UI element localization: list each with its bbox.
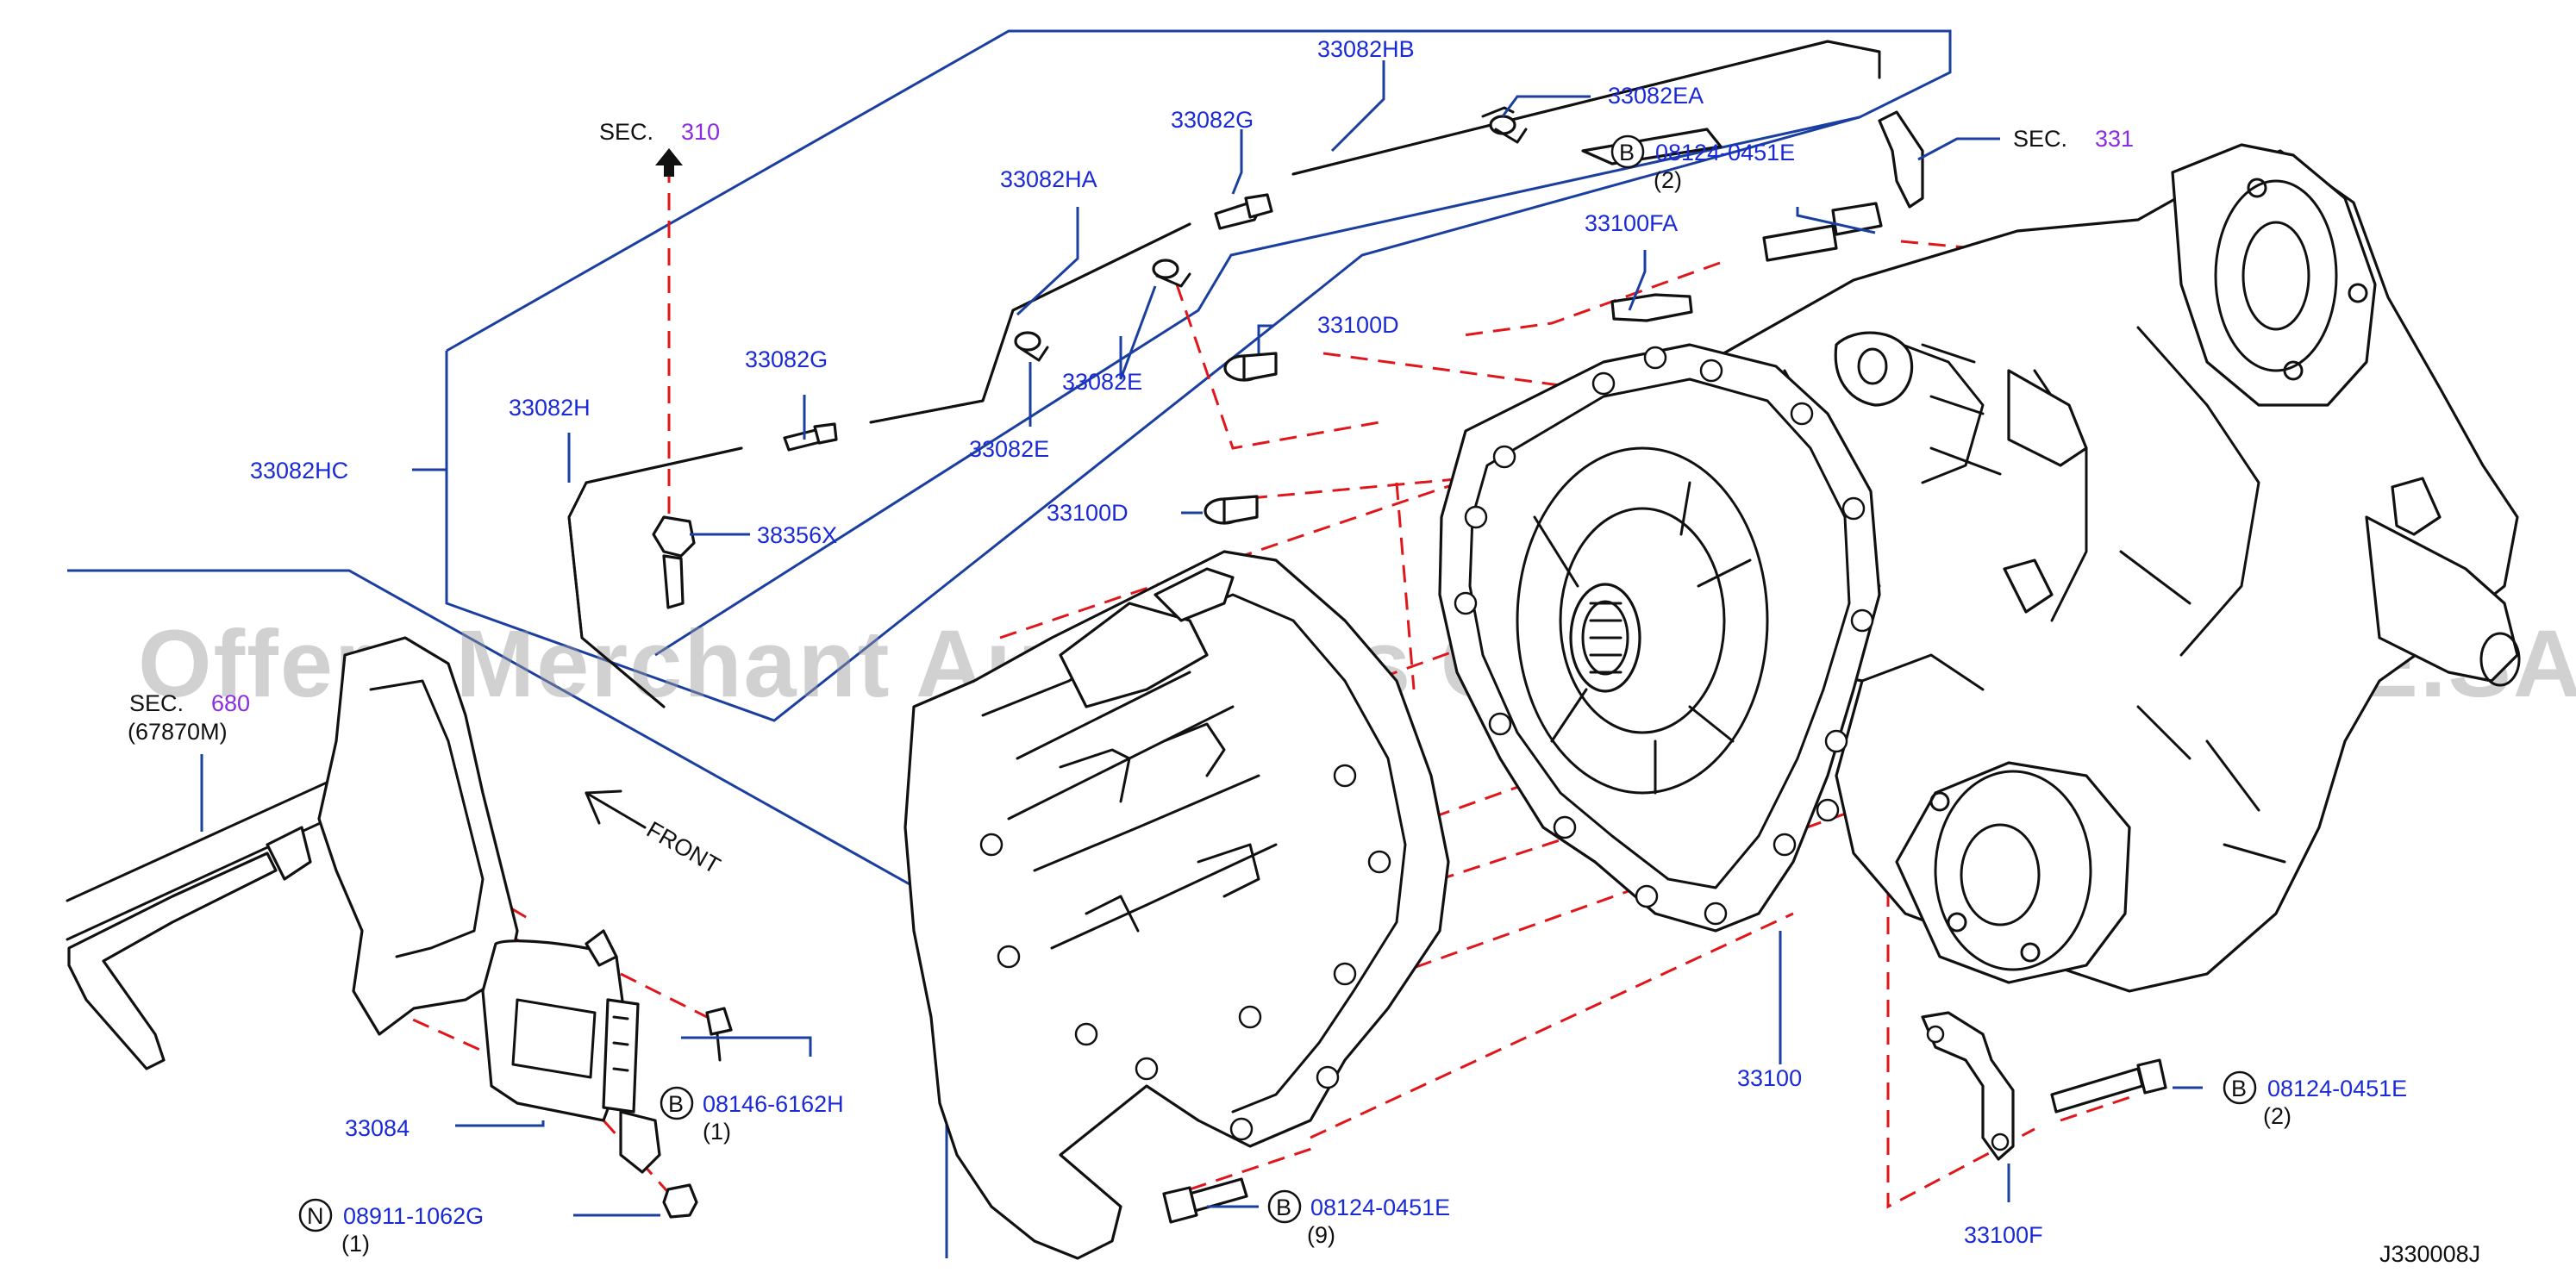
circle-b-marker: B bbox=[1619, 140, 1635, 165]
circle-b-marker: B bbox=[668, 1091, 684, 1117]
svg-text:08124-0451E: 08124-0451E bbox=[2267, 1076, 2407, 1101]
diagram-id-code: J330008J bbox=[2379, 1241, 2480, 1267]
label-33082H: 33082H bbox=[509, 395, 591, 421]
label-38356X: 38356X bbox=[757, 522, 837, 548]
section-ref-310: SEC. 310 bbox=[599, 119, 720, 145]
svg-text:331: 331 bbox=[2095, 126, 2134, 152]
svg-text:SEC.: SEC. bbox=[599, 119, 653, 145]
label-33100FA: 33100FA bbox=[1585, 210, 1678, 236]
svg-text:(67870M): (67870M) bbox=[128, 719, 228, 745]
svg-text:310: 310 bbox=[681, 119, 720, 145]
adapter-flange-33100 bbox=[1438, 343, 1881, 933]
front-direction-arrow-icon bbox=[585, 789, 647, 829]
label-33082G-top: 33082G bbox=[1171, 107, 1254, 133]
svg-text:SEC.: SEC. bbox=[129, 690, 184, 716]
breather-hoses bbox=[567, 40, 1924, 708]
svg-text:(2): (2) bbox=[1654, 167, 1682, 193]
fastener-right-08124-0451E: B 08124-0451E (2) bbox=[2223, 1070, 2407, 1129]
svg-text:(9): (9) bbox=[1307, 1222, 1335, 1248]
svg-text:(2): (2) bbox=[2263, 1103, 2292, 1129]
label-33082E-b: 33082E bbox=[969, 436, 1049, 462]
svg-text:(1): (1) bbox=[703, 1119, 731, 1145]
circle-b-marker: B bbox=[2231, 1076, 2247, 1101]
label-33082HA: 33082HA bbox=[1000, 166, 1097, 192]
label-33082EA: 33082EA bbox=[1608, 83, 1704, 109]
label-33082HC: 33082HC bbox=[250, 458, 348, 484]
svg-text:08911-1062G: 08911-1062G bbox=[343, 1203, 484, 1229]
transfer-case-assembly bbox=[1679, 143, 2521, 993]
fastener-ecu-bolt-08146-6162H: B 08146-6162H (1) bbox=[660, 1086, 844, 1145]
svg-text:08124-0451E: 08124-0451E bbox=[1310, 1195, 1450, 1220]
label-33082HB: 33082HB bbox=[1317, 36, 1415, 62]
svg-text:08146-6162H: 08146-6162H bbox=[703, 1091, 844, 1117]
fastener-bottom-08124-0451E: B 08124-0451E (9) bbox=[1267, 1189, 1450, 1248]
svg-text:(1): (1) bbox=[341, 1231, 370, 1257]
label-33082E-a: 33082E bbox=[1062, 369, 1142, 395]
label-33084: 33084 bbox=[345, 1115, 410, 1141]
hose-group-outline-inner bbox=[654, 115, 1860, 657]
svg-text:SEC.: SEC. bbox=[2013, 126, 2067, 152]
fastener-top-08124-0451E: B 08124-0451E (2) bbox=[1610, 134, 1795, 193]
label-33100D-a: 33100D bbox=[1317, 312, 1399, 338]
label-33082G-mid: 33082G bbox=[745, 346, 828, 372]
svg-text:08124-0451E: 08124-0451E bbox=[1655, 140, 1795, 165]
front-label: FRONT bbox=[642, 816, 725, 878]
circle-b-marker: B bbox=[1276, 1195, 1291, 1220]
leader-lines bbox=[200, 60, 2203, 1217]
bolt-33100f-bracket bbox=[1162, 1011, 2167, 1224]
section-ref-331: SEC. 331 bbox=[2013, 126, 2134, 152]
section-310-arrow-icon bbox=[655, 148, 683, 177]
label-33100F: 33100F bbox=[1964, 1222, 2043, 1248]
part-labels: 33082HB 33082EA 33082G 33082HA 33082G 33… bbox=[250, 36, 2043, 1248]
fastener-ecu-nut-08911-1062G: N 08911-1062G (1) bbox=[298, 1198, 484, 1257]
section-ref-680: SEC. 680 (67870M) bbox=[128, 690, 250, 745]
circle-n-marker: N bbox=[307, 1203, 324, 1229]
label-33100: 33100 bbox=[1737, 1065, 1802, 1091]
transmission-extension-housing bbox=[903, 550, 1450, 1260]
svg-text:680: 680 bbox=[211, 690, 250, 716]
ecu-bracket-group bbox=[66, 636, 733, 1219]
label-33100D-b: 33100D bbox=[1047, 500, 1129, 526]
